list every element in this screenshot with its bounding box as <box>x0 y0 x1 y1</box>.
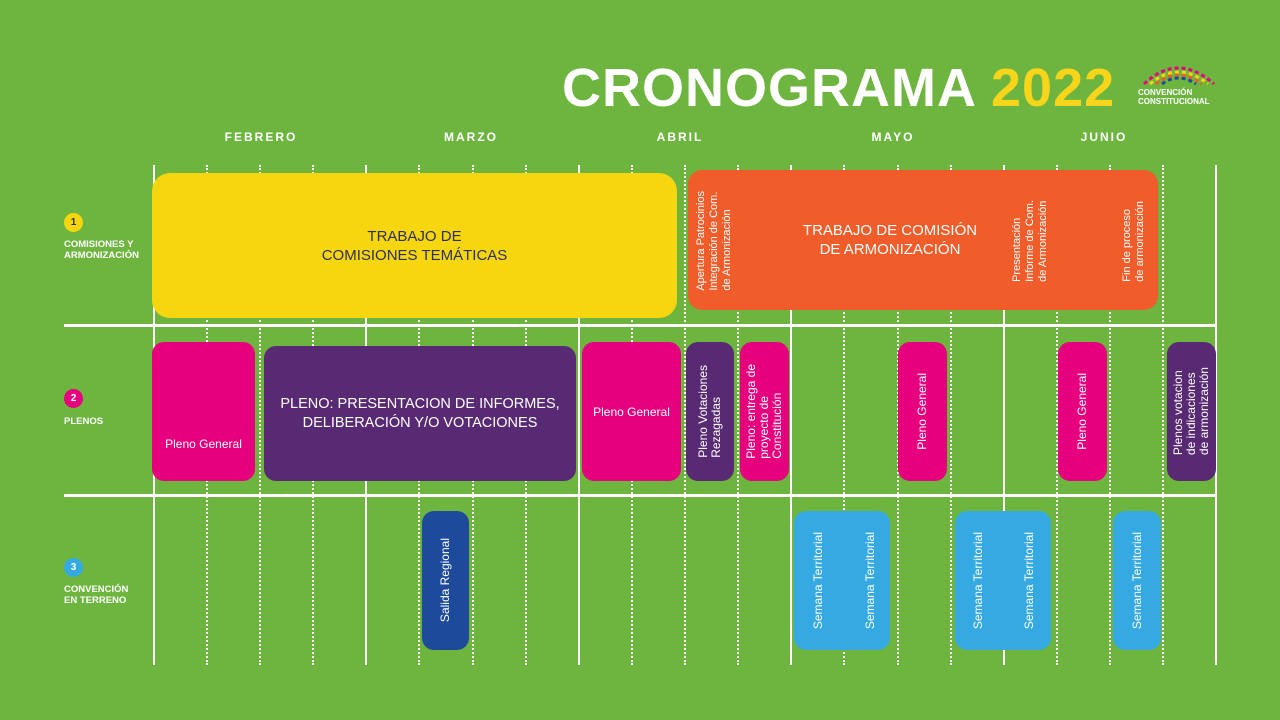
title-year: 2022 <box>991 58 1116 118</box>
row-label-2-line1: PLENOS <box>64 416 104 427</box>
block-semana-territorial-5-text: Semana Territorial <box>1129 531 1144 630</box>
row-divider-2 <box>64 494 1216 497</box>
block-pleno-entrega: Pleno: entrega de proyecto de Constituci… <box>740 342 789 481</box>
month-junio: JUNIO <box>1080 130 1128 144</box>
block-salida-regional-text: Salida Regional <box>438 538 452 623</box>
week-dotted-line <box>1162 165 1164 665</box>
row-divider-1 <box>64 324 1216 327</box>
block-trabajo-comisiones: TRABAJO DE COMISIONES TEMÁTICAS <box>152 173 677 318</box>
week-dotted-line <box>737 165 739 665</box>
block-apertura-patrocinios: Apertura Patrocinios Integración de Com.… <box>688 178 740 304</box>
week-dotted-line <box>1056 165 1058 665</box>
block-semana-territorial-1: Semana Territorial <box>794 511 842 650</box>
block-trabajo-armonizacion: TRABAJO DE COMISIÓN DE ARMONIZACIÓN <box>790 200 990 280</box>
block-semana-territorial-group-1 <box>794 511 890 650</box>
month-mayo: MAYO <box>871 130 915 144</box>
block-pleno-general-1-text: Pleno General <box>165 437 242 451</box>
title-text: CRONOGRAMA <box>562 58 975 118</box>
block-plenos-votacion-indicaciones-text: Plenos votacion de indicaciones de armon… <box>1171 367 1211 456</box>
block-pleno-general-4-text: Pleno General <box>1075 373 1089 450</box>
block-presentacion-informe-text: Presentación Informe de Com. de Armoniza… <box>1010 200 1049 282</box>
row-label-comisiones: COMISIONES Y ARMONIZACIÓN <box>64 239 139 261</box>
week-dotted-line <box>1109 165 1111 665</box>
block-trabajo-comisiones-text: TRABAJO DE COMISIONES TEMÁTICAS <box>321 227 508 264</box>
block-fin-proceso-text: Fin de proceso de armonización <box>1121 200 1146 282</box>
block-semana-territorial-4-text: Semana Territorial <box>1021 531 1036 630</box>
block-pleno-presentacion: PLENO: PRESENTACION DE INFORMES, DELIBER… <box>264 346 576 481</box>
row-number-2: 2 <box>64 389 83 408</box>
page-title: CRONOGRAMA 2022 <box>562 58 1115 118</box>
month-separator-line <box>578 165 580 665</box>
row-label-terreno: CONVENCIÓN EN TERRENO <box>64 584 128 606</box>
block-pleno-general-1: Pleno General <box>152 342 255 481</box>
month-separator-line <box>1215 165 1217 665</box>
block-semana-territorial-2: Semana Territorial <box>846 511 894 650</box>
month-abril: ABRIL <box>656 130 704 144</box>
row-number-1: 1 <box>64 213 83 232</box>
month-febrero: FEBRERO <box>224 130 298 144</box>
month-marzo: MARZO <box>444 130 498 144</box>
block-trabajo-armonizacion-text: TRABAJO DE COMISIÓN DE ARMONIZACIÓN <box>802 222 978 258</box>
row-label-1-line2: ARMONIZACIÓN <box>64 250 139 261</box>
block-semana-territorial-3-text: Semana Territorial <box>970 531 985 630</box>
block-presentacion-informe: Presentación Informe de Com. de Armoniza… <box>1004 178 1056 304</box>
month-separator-line <box>790 165 792 665</box>
week-dotted-line <box>684 165 686 665</box>
row-label-3-line1: CONVENCIÓN <box>64 584 129 595</box>
block-semana-territorial-5: Semana Territorial <box>1113 511 1161 650</box>
logo-line-1: CONVENCIÓN <box>1138 88 1193 97</box>
block-pleno-votaciones-rezagadas-text: Pleno Votaciones Rezagadas <box>696 365 723 458</box>
block-apertura-patrocinios-text: Apertura Patrocinios Integración de Com.… <box>694 191 733 291</box>
block-pleno-general-3: Pleno General <box>898 342 947 481</box>
week-dotted-line <box>259 165 261 665</box>
block-salida-regional: Salida Regional <box>422 511 469 650</box>
block-plenos-votacion-indicaciones: Plenos votacion de indicaciones de armon… <box>1167 342 1216 481</box>
block-pleno-general-2-text: Pleno General <box>593 404 670 419</box>
block-semana-territorial-4: Semana Territorial <box>1006 511 1052 650</box>
week-dotted-line <box>843 165 845 665</box>
logo-text: CONVENCIÓN CONSTITUCIONAL <box>1138 88 1210 106</box>
logo-line-2: CONSTITUCIONAL <box>1138 97 1210 106</box>
block-pleno-votaciones-rezagadas: Pleno Votaciones Rezagadas <box>686 342 734 481</box>
block-semana-territorial-2-text: Semana Territorial <box>862 531 877 630</box>
block-semana-territorial-3: Semana Territorial <box>955 511 1001 650</box>
row-number-3: 3 <box>64 558 83 577</box>
block-semana-territorial-group-2 <box>955 511 1051 650</box>
block-pleno-general-2: Pleno General <box>582 342 681 481</box>
week-dotted-line <box>950 165 952 665</box>
block-pleno-general-4: Pleno General <box>1058 342 1107 481</box>
block-pleno-general-3-text: Pleno General <box>915 373 929 450</box>
block-pleno-entrega-text: Pleno: entrega de proyecto de Constituci… <box>744 364 784 459</box>
month-separator-line <box>1003 165 1005 665</box>
block-semana-territorial-1-text: Semana Territorial <box>810 531 825 630</box>
row-label-1-line1: COMISIONES Y <box>64 239 134 250</box>
block-pleno-presentacion-text: PLENO: PRESENTACION DE INFORMES, DELIBER… <box>280 395 560 431</box>
convencion-logo <box>1142 66 1215 86</box>
row-label-3-line2: EN TERRENO <box>64 595 127 606</box>
block-armonizacion <box>688 170 1158 310</box>
row-label-plenos: PLENOS <box>64 416 103 427</box>
block-fin-proceso: Fin de proceso de armonización <box>1112 178 1156 304</box>
